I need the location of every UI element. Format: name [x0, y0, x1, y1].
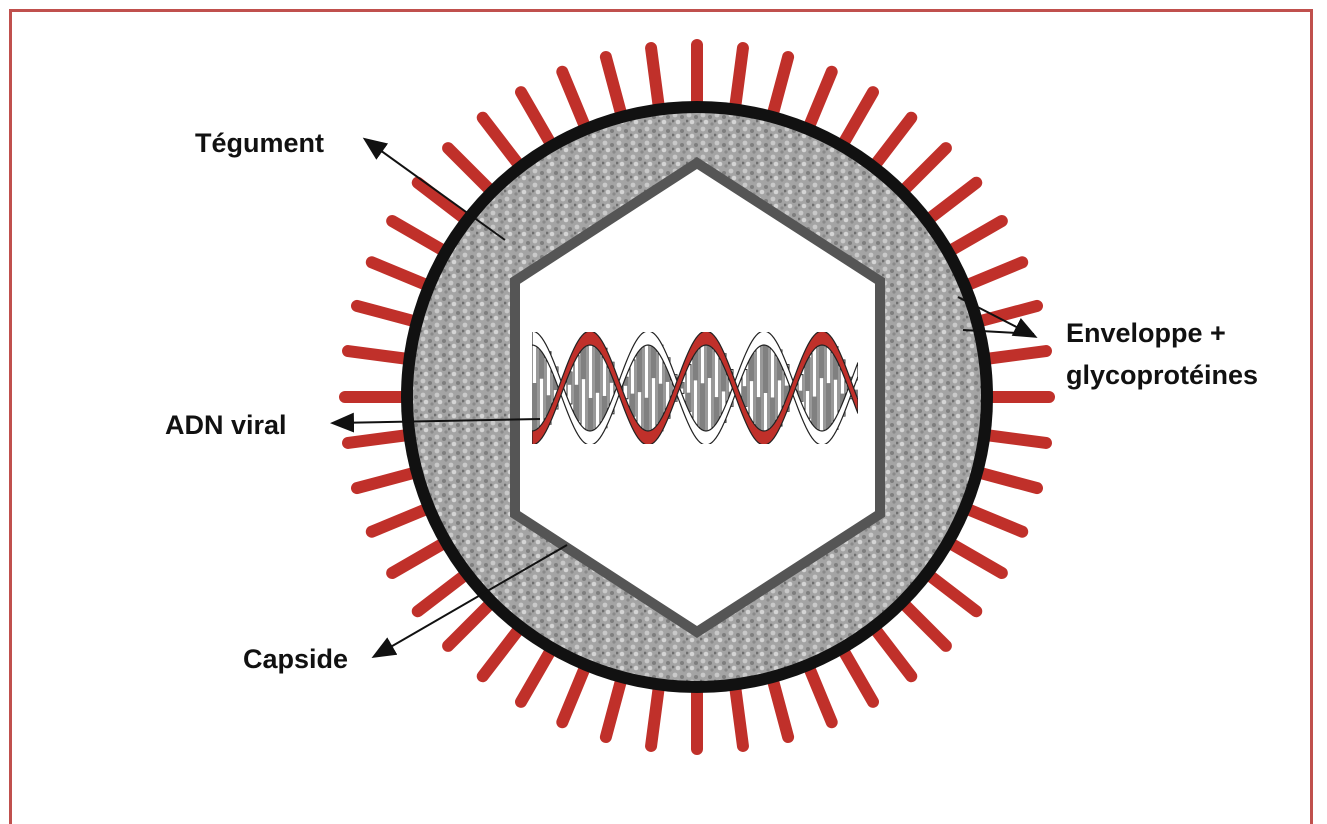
label-capside: Capside [243, 644, 348, 674]
label-adn-viral: ADN viral [165, 410, 287, 440]
viral-dna-helix [532, 331, 859, 445]
label-tegument: Tégument [195, 128, 324, 158]
label-enveloppe-line2: glycoprotéines [1066, 360, 1258, 390]
label-enveloppe-line1: Enveloppe + [1066, 318, 1226, 348]
dna-base [700, 383, 705, 435]
